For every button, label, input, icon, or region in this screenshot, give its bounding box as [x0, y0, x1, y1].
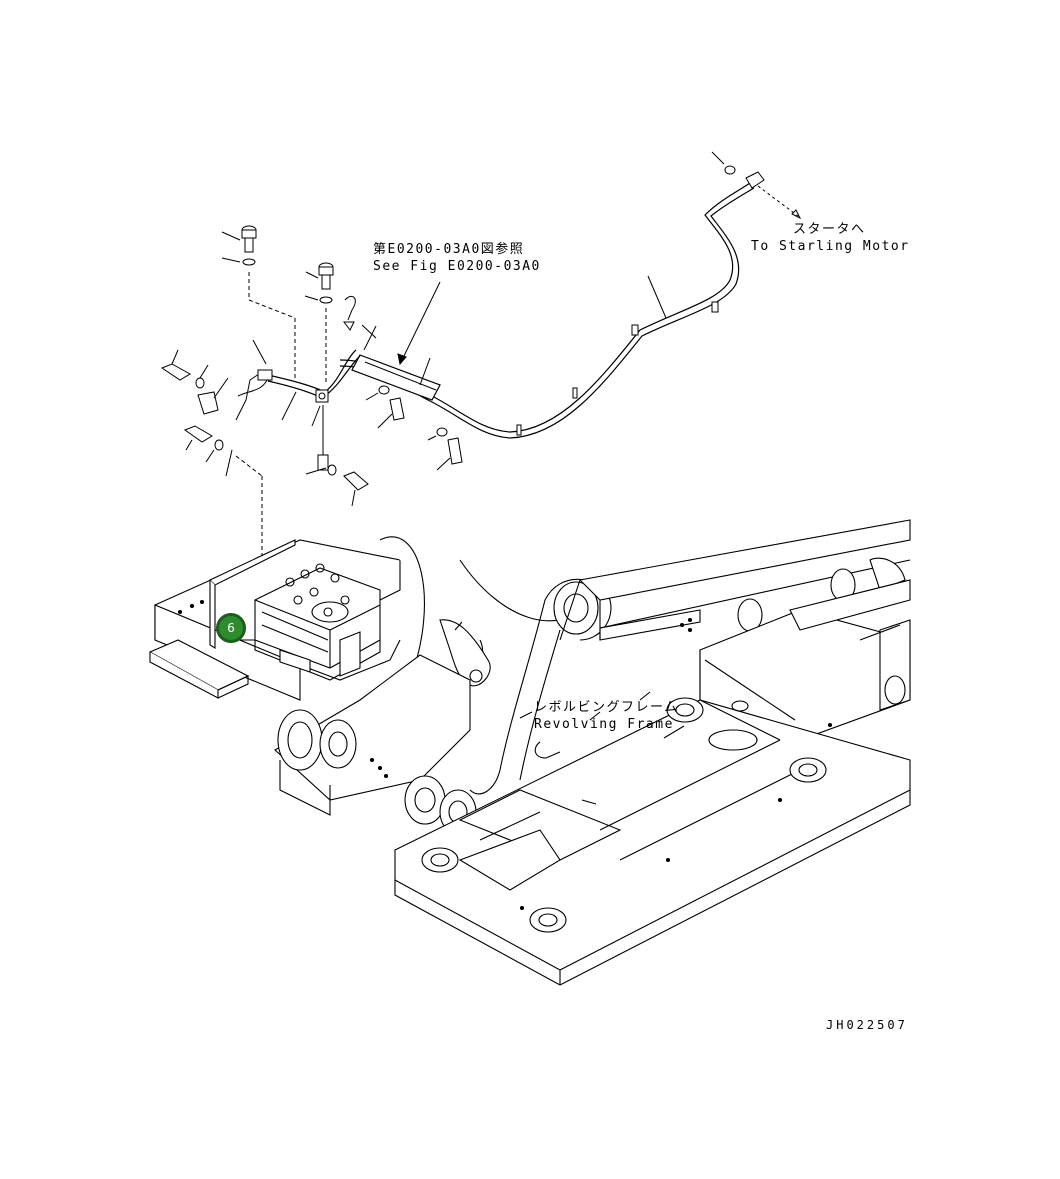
bolt-bottom	[306, 465, 368, 506]
bolt-top-center	[305, 263, 333, 385]
revolving-frame	[371, 520, 911, 985]
starter-label-jp: スタータへ	[793, 222, 866, 237]
boom-bracket	[275, 537, 660, 834]
battery-cable-assembly	[162, 152, 800, 590]
starter-label-en: To Starling Motor	[751, 239, 910, 254]
callout-badge-6[interactable]: 6	[216, 613, 246, 643]
reference-label-en: See Fig E0200-03A0	[373, 259, 541, 274]
clip-left	[198, 378, 228, 414]
battery-box	[150, 540, 400, 700]
bolt-right-1	[366, 386, 404, 428]
drawing-id: JH022507	[826, 1018, 908, 1032]
bolt-left-1	[162, 350, 208, 388]
bolt-right-2	[428, 428, 462, 470]
bolt-left-2	[185, 426, 223, 462]
bolt-top-left	[222, 226, 295, 380]
frame-label-jp: レボルビングフレーム	[534, 700, 679, 715]
reference-label-jp: 第E0200-03A0図参照	[373, 242, 525, 257]
frame-label-en: Revolving Frame	[534, 717, 674, 732]
